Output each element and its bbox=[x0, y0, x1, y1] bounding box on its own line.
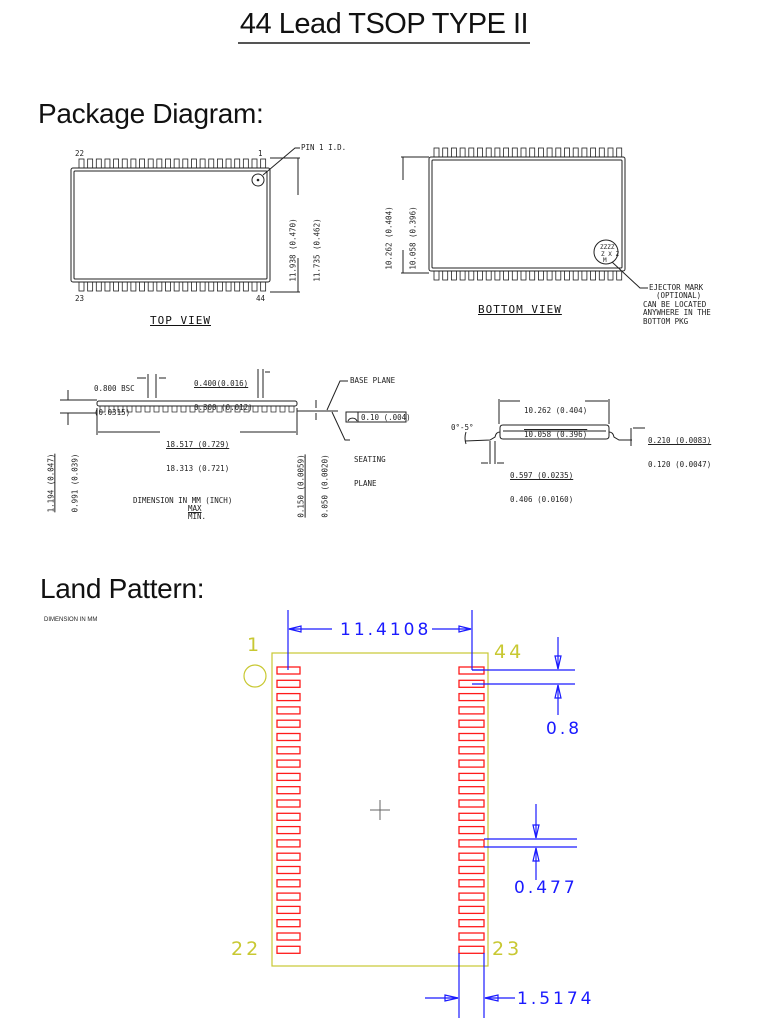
ejector-note-3: CAN BE LOCATED bbox=[643, 300, 707, 309]
land-pattern-heading: Land Pattern: bbox=[40, 573, 205, 604]
max-label: MAX bbox=[188, 504, 202, 513]
svg-text:1: 1 bbox=[247, 634, 259, 656]
units-note: DIMENSION IN MM (INCH) bbox=[133, 496, 233, 505]
length-max: 18.517 (0.729) bbox=[166, 440, 230, 449]
pin1-callout: PIN 1 I.D. bbox=[301, 143, 347, 152]
length-dim: 18.517 (0.729) 18.313 (0.721) bbox=[166, 425, 229, 481]
top-view-label: TOP VIEW bbox=[150, 314, 211, 327]
seating-plane-label: SEATING PLANE bbox=[354, 440, 386, 496]
ejector-note-2: (OPTIONAL) bbox=[656, 291, 702, 300]
lead-width-min: 0.300 (0.012) bbox=[194, 403, 253, 412]
foot-length-dim: 0.597 (0.0235) 0.406 (0.0160) bbox=[510, 456, 573, 512]
ejector-note-4: ANYWHERE IN THE bbox=[643, 308, 711, 317]
ejector-note-1: EJECTOR MARK bbox=[649, 283, 704, 292]
pin1-marker-icon bbox=[251, 173, 265, 187]
svg-text:Z X Z: Z X Z bbox=[601, 251, 619, 258]
svg-text:M: M bbox=[603, 257, 607, 264]
svg-text:23: 23 bbox=[492, 938, 522, 960]
title-text: 44 Lead TSOP TYPE II bbox=[237, 8, 531, 44]
end-width-min: 10.058 (0.396) bbox=[524, 430, 588, 439]
lead-angle: 0°-5° bbox=[451, 423, 474, 432]
seating-line-2: PLANE bbox=[354, 479, 377, 488]
min-label: MIN. bbox=[188, 512, 207, 521]
page-title: 44 Lead TSOP TYPE II bbox=[0, 8, 768, 44]
svg-text:22: 22 bbox=[231, 938, 261, 960]
pin-label-44: 44 bbox=[256, 294, 266, 303]
lead-thickness-dim: 0.210 (0.0083) 0.120 (0.0047) bbox=[648, 421, 711, 477]
seating-line-1: SEATING bbox=[354, 455, 386, 464]
lead-width-max: 0.400(0.016) bbox=[194, 379, 249, 388]
svg-text:11.4108: 11.4108 bbox=[340, 620, 431, 640]
svg-text:ZZZZ: ZZZZ bbox=[600, 244, 615, 251]
center-mark-icon bbox=[370, 800, 390, 820]
pin-label-1: 1 bbox=[258, 149, 263, 158]
svg-text:44: 44 bbox=[494, 641, 524, 663]
lead-width-dim: 0.400(0.016) 0.300 (0.012) bbox=[194, 364, 253, 420]
foot-max: 0.597 (0.0235) bbox=[510, 471, 574, 480]
foot-min: 0.406 (0.0160) bbox=[510, 495, 574, 504]
pitch-dim: 0.800 BSC (0.0315) bbox=[94, 369, 135, 425]
end-width-max: 10.262 (0.404) bbox=[524, 406, 588, 415]
lead-thick-max: 0.210 (0.0083) bbox=[648, 436, 712, 445]
pin1-circle-icon bbox=[243, 664, 267, 688]
end-width-dim: 10.262 (0.404) 10.058 (0.396) bbox=[524, 391, 587, 447]
length-min: 18.313 (0.721) bbox=[166, 464, 230, 473]
ejector-mark-icon bbox=[593, 239, 619, 265]
svg-text:1.5174: 1.5174 bbox=[517, 989, 594, 1009]
land-units-note: DIMENSION IN MM bbox=[44, 617, 98, 623]
lead-thick-min: 0.120 (0.0047) bbox=[648, 460, 712, 469]
ejector-note-5: BOTTOM PKG bbox=[643, 317, 689, 326]
bottom-view-label: BOTTOM VIEW bbox=[478, 303, 562, 316]
pin-label-22: 22 bbox=[75, 149, 85, 158]
svg-text:0.8: 0.8 bbox=[546, 719, 582, 739]
coplanarity-label: 0.10 (.004) bbox=[361, 413, 411, 422]
package-diagram-heading: Package Diagram: bbox=[38, 98, 264, 129]
pin-label-23: 23 bbox=[75, 294, 85, 303]
svg-text:0.477: 0.477 bbox=[514, 878, 578, 898]
base-plane-label: BASE PLANE bbox=[350, 376, 396, 385]
courtyard-outline bbox=[271, 652, 489, 967]
pitch-min: (0.0315) bbox=[94, 408, 131, 417]
pitch-max: 0.800 BSC bbox=[94, 384, 135, 393]
